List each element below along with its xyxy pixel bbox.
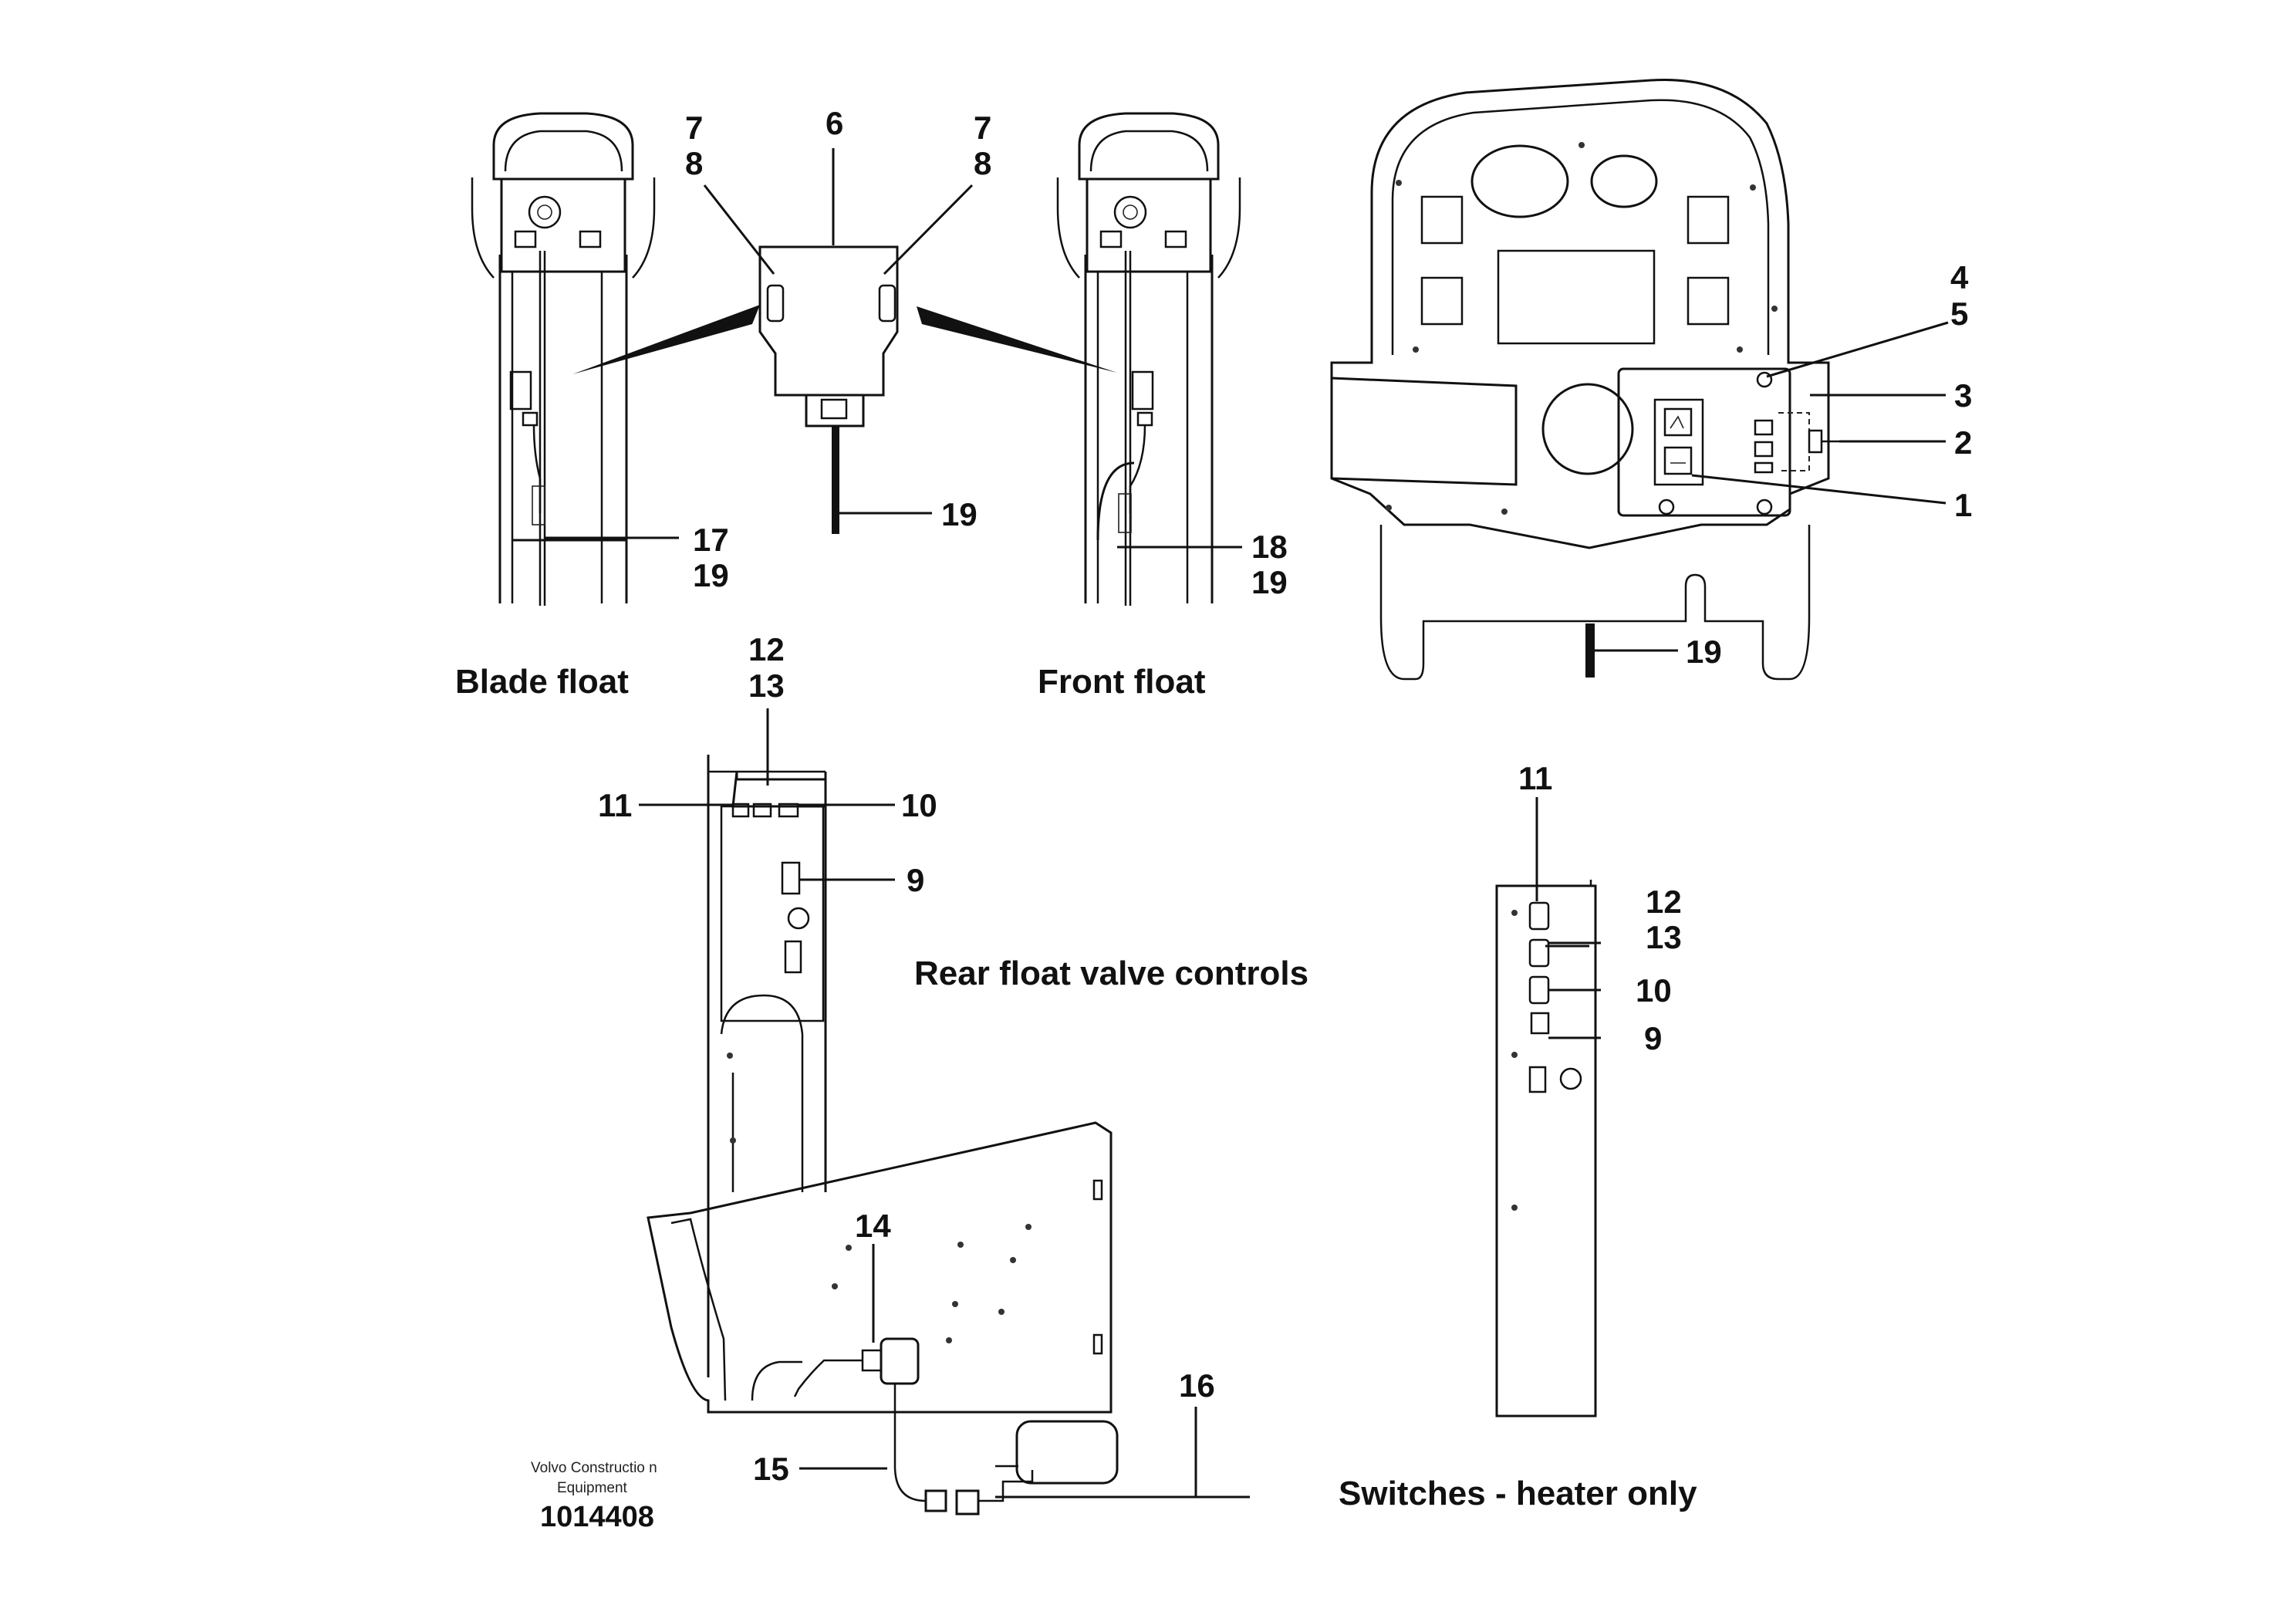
caption-front-float: Front float (1038, 663, 1206, 701)
switch-module-detail (758, 245, 899, 534)
blade-float-column-drawing (471, 112, 656, 606)
right-pointer-wedge (917, 306, 1117, 373)
left-pointer-wedge (572, 305, 760, 374)
brand-line-2: Equipment (557, 1480, 628, 1496)
callout-16: 16 (1179, 1367, 1215, 1404)
caption-blade-float: Blade float (455, 663, 629, 701)
document-number: 1014408 (540, 1501, 654, 1533)
brand-line-1: Volvo Constructio n (531, 1460, 657, 1476)
dashboard-panel-drawing (1330, 78, 1839, 681)
callout-8-left: 8 (685, 145, 703, 181)
callout-4: 4 (1950, 259, 1969, 296)
heater-switch-panel-drawing (1495, 880, 1597, 1418)
callout-17: 17 (693, 522, 729, 558)
callout-9-heater: 9 (1644, 1020, 1662, 1056)
caption-rear-float-valve-controls: Rear float valve controls (914, 955, 1308, 992)
rear-float-drawing (647, 755, 1119, 1516)
callout-6: 6 (826, 105, 843, 141)
callout-9-rear: 9 (907, 862, 924, 898)
callout-12-heater: 12 (1646, 884, 1682, 920)
callout-15: 15 (753, 1451, 789, 1487)
front-float-column-drawing (1056, 112, 1241, 606)
callout-7-left: 7 (685, 110, 703, 146)
caption-switches-heater-only: Switches - heater only (1339, 1475, 1697, 1512)
callout-12-rear: 12 (748, 631, 785, 667)
callout-5: 5 (1950, 296, 1968, 332)
callout-14: 14 (855, 1208, 891, 1244)
callout-8-right: 8 (974, 145, 991, 181)
callout-19-module: 19 (941, 496, 977, 532)
callout-13-heater: 13 (1646, 919, 1682, 955)
callout-2: 2 (1954, 424, 1972, 461)
callout-7-right: 7 (974, 110, 991, 146)
callout-11-heater: 11 (1518, 760, 1552, 796)
callout-10-heater: 10 (1636, 972, 1672, 1009)
leader-lines (544, 148, 1949, 1499)
callout-19-dashboard: 19 (1686, 634, 1722, 670)
callout-10-rear: 10 (901, 787, 937, 823)
callout-11-rear: 11 (598, 787, 632, 823)
callout-13-rear: 13 (748, 667, 785, 704)
callout-3: 3 (1954, 377, 1972, 414)
callout-19-blade: 19 (693, 557, 729, 593)
callout-18: 18 (1251, 529, 1288, 565)
callout-19-front: 19 (1251, 564, 1288, 600)
callout-1: 1 (1954, 487, 1972, 523)
